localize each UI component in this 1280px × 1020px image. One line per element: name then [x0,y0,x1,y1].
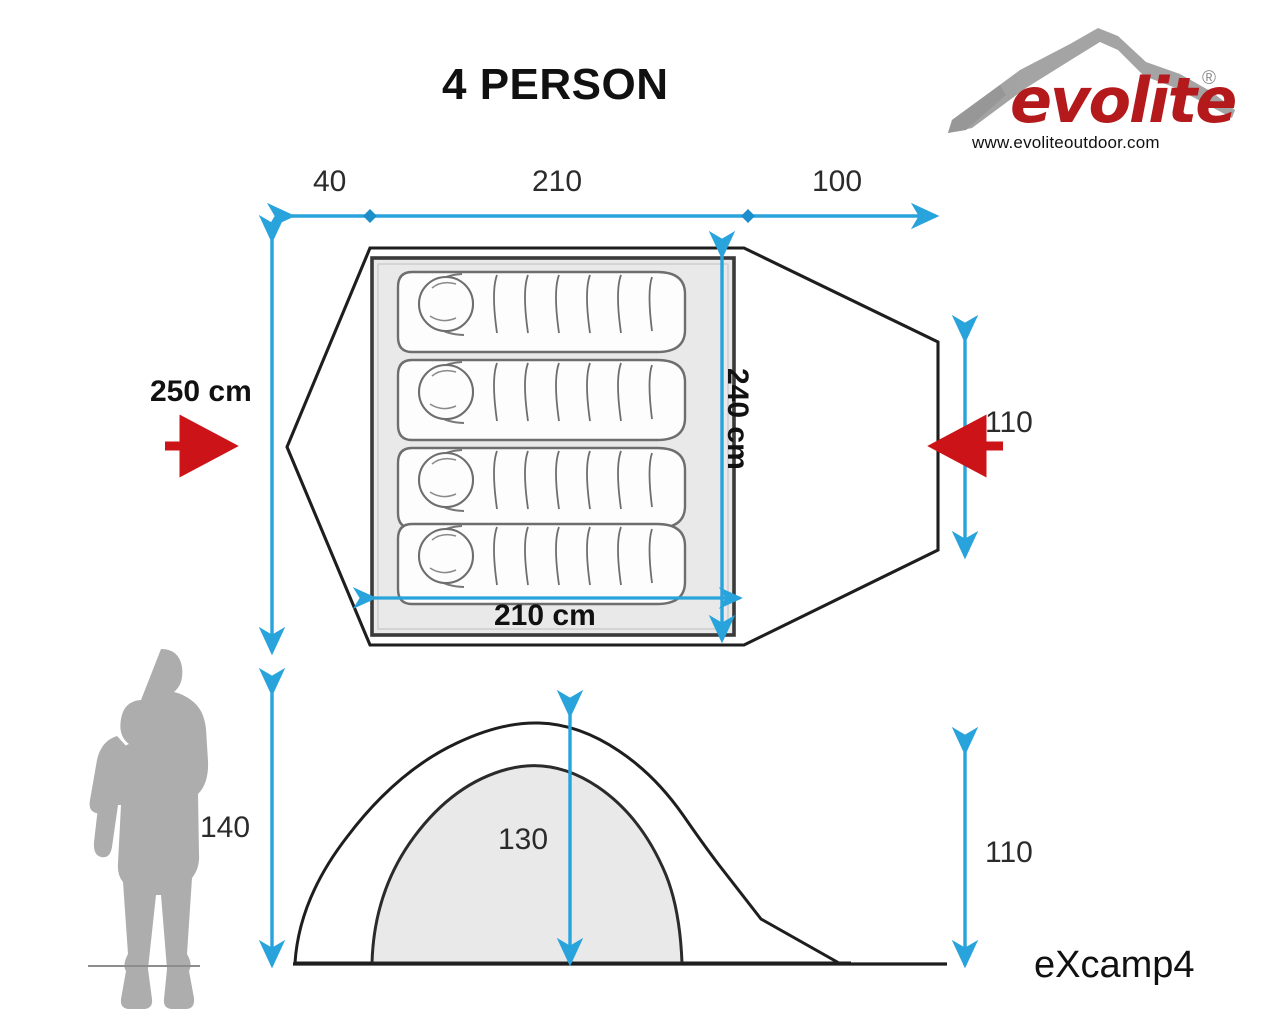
vestibule-height-label: 110 [985,836,1033,869]
overall-depth-label: 250 cm [150,375,252,408]
plan-width-dimension-ticks [363,209,755,223]
brand-url: www.evoliteoutdoor.com [972,133,1160,152]
front-wall-height-label: 110 [985,406,1033,439]
inner-depth-label: 240 cm [721,368,754,470]
person-height-label: 140 [200,811,251,844]
plan-segment-label-40: 40 [313,165,347,198]
sleeping-bag [396,358,687,442]
mountain-logo-icon [948,28,1235,133]
plan-segment-label-100: 100 [812,165,863,198]
inner-peak-height-label: 130 [498,823,549,856]
person-silhouette [89,649,209,1009]
model-name: eXcamp4 [1034,944,1195,986]
page-title: 4 PERSON [442,60,669,109]
sleeping-bag-group [396,270,687,606]
brand-wordmark: evolite [1010,64,1237,137]
side-inner-chamber [370,764,684,965]
inner-width-label: 210 cm [494,599,596,632]
sleeping-bag [396,522,687,606]
brand-logo: evolite ® www.evoliteoutdoor.com [940,22,1260,152]
registered-trademark-icon: ® [1202,68,1216,89]
plan-segment-label-210: 210 [532,165,583,198]
sleeping-bag [396,446,687,530]
sleeping-bag [396,270,687,354]
